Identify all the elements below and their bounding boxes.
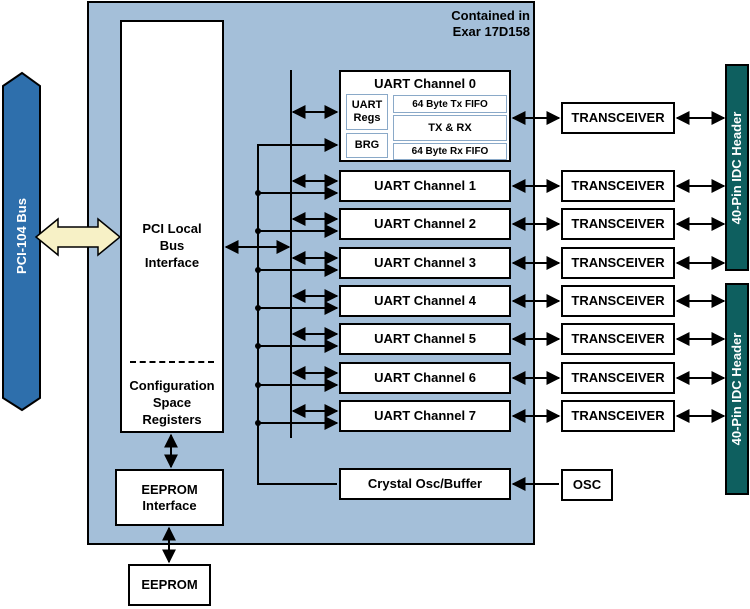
osc-label: OSC xyxy=(572,477,602,492)
brg-cell: BRG xyxy=(346,133,388,158)
uart-channel-label: UART Channel 2 xyxy=(374,216,476,231)
uart-channel-block: UART Channel 4 xyxy=(339,285,511,317)
uart-channel-block: UART Channel 7 xyxy=(339,400,511,432)
crystal-osc-label: Crystal Osc/Buffer xyxy=(367,476,483,491)
transceiver-block: TRANSCEIVER xyxy=(561,362,675,394)
uart-channel-label: UART Channel 1 xyxy=(374,178,476,193)
uart-channel-label: UART Channel 5 xyxy=(374,331,476,346)
rx-fifo-cell: 64 Byte Rx FIFO xyxy=(393,143,507,160)
pci-bus-bar xyxy=(1,71,41,412)
transceiver-block: TRANSCEIVER xyxy=(561,323,675,355)
uart-channel-block: UART Channel 6 xyxy=(339,362,511,394)
uart-channel-block: UART Channel 3 xyxy=(339,247,511,279)
uart-channel-0-title: UART Channel 0 xyxy=(374,76,476,91)
transceiver-label: TRANSCEIVER xyxy=(571,216,665,231)
pci-local-bus-interface-block: PCI Local Bus Interface Configuration Sp… xyxy=(120,20,224,433)
chip-title: Contained in Exar 17D158 xyxy=(451,8,530,39)
uart-channel-block: UART Channel 5 xyxy=(339,323,511,355)
pci-interface-label: PCI Local Bus Interface xyxy=(142,221,202,270)
uart-channel-block: UART Channel 1 xyxy=(339,170,511,202)
eeprom-block: EEPROM xyxy=(128,564,211,606)
crystal-osc-block: Crystal Osc/Buffer xyxy=(339,468,511,500)
uart-channel-label: UART Channel 7 xyxy=(374,408,476,423)
config-registers-label: Configuration Space Registers xyxy=(129,378,215,427)
transceiver-block: TRANSCEIVER xyxy=(561,102,675,134)
uart-channel-block: UART Channel 2 xyxy=(339,208,511,240)
transceiver-label: TRANSCEIVER xyxy=(571,255,665,270)
transceiver-block: TRANSCEIVER xyxy=(561,247,675,279)
rx-fifo-label: 64 Byte Rx FIFO xyxy=(411,146,489,157)
pci-bus-label: PCI-104 Bus xyxy=(14,198,29,274)
transceiver-label: TRANSCEIVER xyxy=(571,110,665,125)
uart-channel-label: UART Channel 6 xyxy=(374,370,476,385)
txrx-cell: TX & RX xyxy=(393,115,507,141)
eeprom-label: EEPROM xyxy=(141,577,198,592)
brg-label: BRG xyxy=(354,139,380,151)
eeprom-interface-block: EEPROM Interface xyxy=(115,469,224,526)
transceiver-label: TRANSCEIVER xyxy=(571,370,665,385)
transceiver-block: TRANSCEIVER xyxy=(561,400,675,432)
transceiver-block: TRANSCEIVER xyxy=(561,285,675,317)
transceiver-label: TRANSCEIVER xyxy=(571,331,665,346)
eeprom-interface-label: EEPROM Interface xyxy=(141,481,198,513)
idc-header-label-bottom: 40-Pin IDC Header xyxy=(729,332,744,446)
tx-fifo-cell: 64 Byte Tx FIFO xyxy=(393,95,507,113)
transceiver-label: TRANSCEIVER xyxy=(571,178,665,193)
transceiver-block: TRANSCEIVER xyxy=(561,170,675,202)
tx-fifo-label: 64 Byte Tx FIFO xyxy=(412,98,488,110)
osc-block: OSC xyxy=(561,469,613,501)
uart-channel-label: UART Channel 3 xyxy=(374,255,476,270)
uart-channel-label: UART Channel 4 xyxy=(374,293,476,308)
uart-regs-cell: UART Regs xyxy=(346,94,388,130)
uart-regs-label: UART Regs xyxy=(351,99,383,124)
transceiver-label: TRANSCEIVER xyxy=(571,293,665,308)
idc-header-label-top: 40-Pin IDC Header xyxy=(729,111,744,225)
txrx-label: TX & RX xyxy=(428,121,472,134)
config-divider xyxy=(130,361,214,363)
transceiver-label: TRANSCEIVER xyxy=(571,408,665,423)
transceiver-block: TRANSCEIVER xyxy=(561,208,675,240)
